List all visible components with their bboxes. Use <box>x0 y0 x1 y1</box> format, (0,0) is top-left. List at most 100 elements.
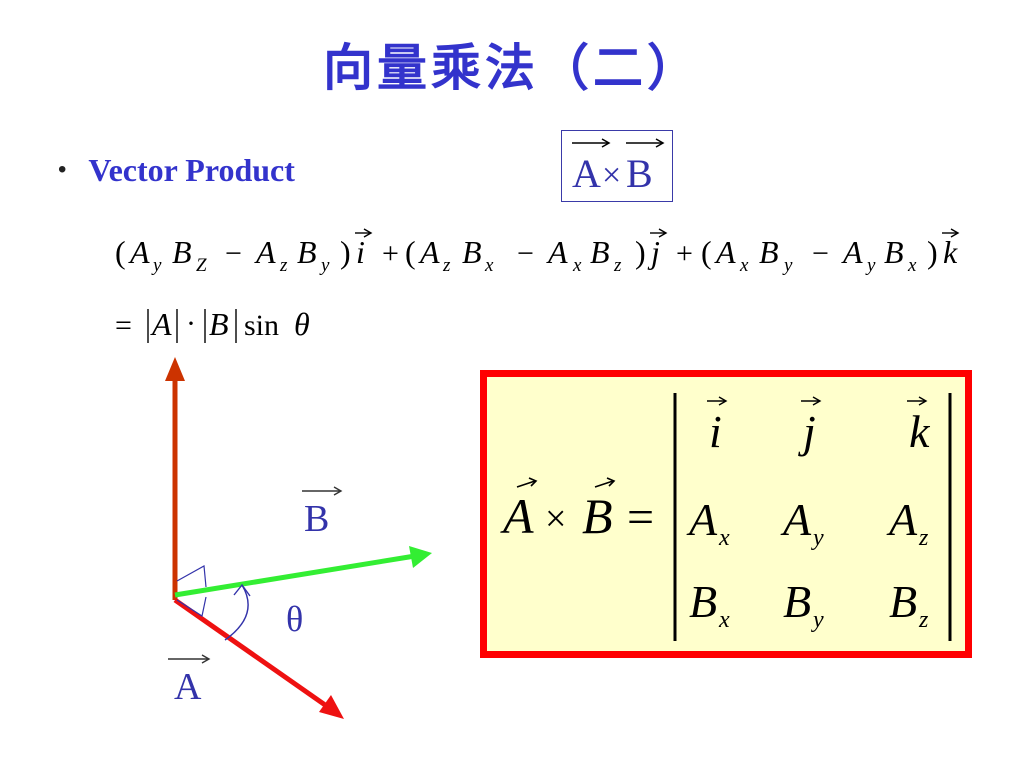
formula-subscript: x <box>484 255 494 276</box>
bullet-item: •Vector Product <box>58 152 295 189</box>
notation-times: × <box>602 157 621 194</box>
formula-variable: B <box>759 234 779 270</box>
formula-operator: − <box>225 237 242 270</box>
vector-arrow-icon <box>516 477 538 488</box>
formula2-equals: = <box>115 309 132 342</box>
vector-diagram: B θ A <box>165 357 432 719</box>
vector-arrow-icon <box>302 486 343 496</box>
vector-arrow-icon <box>626 138 665 148</box>
formula-variable: B <box>172 234 192 270</box>
vector-arrow-icon <box>801 396 822 406</box>
angle-arrow-icon <box>233 583 251 597</box>
formula-variable: A <box>841 234 863 270</box>
formula-variable: B <box>297 234 317 270</box>
det-unit-j: j <box>798 406 816 457</box>
formula-operator: + <box>676 237 693 270</box>
det-a-sub: y <box>811 525 824 551</box>
formula-subscript: y <box>319 255 330 276</box>
formula-variable: A <box>254 234 276 270</box>
vector-arrow-icon <box>594 477 616 488</box>
notation-a: A <box>572 151 601 196</box>
cross-product-notation: A × B <box>572 138 665 196</box>
det-b-sub: x <box>718 607 730 633</box>
det-lhs-eq: = <box>627 491 654 544</box>
formula-subscript: z <box>279 255 288 276</box>
formula-operator: ) <box>340 234 351 270</box>
formula-operator: ( <box>701 234 712 270</box>
right-angle-marker-icon <box>176 565 207 588</box>
formula-subscript: y <box>865 255 876 276</box>
formula2-b: B <box>209 306 229 342</box>
det-unit-k: k <box>909 406 931 457</box>
det-lhs-a: A <box>500 488 534 544</box>
formula-operator: ) <box>635 234 646 270</box>
det-row-unit-vectors: i j k <box>707 396 931 457</box>
formula-operator: ( <box>115 234 126 270</box>
vector-b-line <box>174 553 416 598</box>
right-angle-marker-icon <box>176 596 207 617</box>
vector-arrow-icon <box>907 396 928 406</box>
formula-variable: B <box>462 234 482 270</box>
formula-subscript: z <box>613 255 622 276</box>
vector-a-line <box>173 597 330 710</box>
det-b-base: B <box>783 576 811 627</box>
formula-variable: A <box>128 234 150 270</box>
formula-operator: + <box>382 237 399 270</box>
formula-operator: − <box>517 237 534 270</box>
label-a: A <box>174 666 202 708</box>
det-a-sub: x <box>718 525 730 551</box>
vector-b-arrowhead-icon <box>409 546 432 568</box>
formula2-dot: · <box>186 307 196 340</box>
det-lhs-times: × <box>545 498 566 540</box>
formula-unit-vector: i <box>356 234 365 270</box>
vector-arrow-icon <box>650 228 668 238</box>
det-b-base: B <box>689 576 717 627</box>
formula2-sin: sin <box>244 309 279 342</box>
formula-variable: B <box>590 234 610 270</box>
formula2-theta: θ <box>294 306 310 342</box>
formula-subscript: y <box>151 255 162 276</box>
det-b-base: B <box>889 576 917 627</box>
vector-arrow-icon <box>572 138 611 148</box>
formula-variable: B <box>884 234 904 270</box>
formula2-a: A <box>150 306 172 342</box>
vector-arrow-icon <box>707 396 728 406</box>
formula-operator: ( <box>405 234 416 270</box>
det-unit-i: i <box>709 406 722 457</box>
formula-unit-vector: j <box>647 234 660 270</box>
det-a-base: A <box>780 494 812 545</box>
formula-subscript: z <box>442 255 451 276</box>
formula-subscript: x <box>907 255 917 276</box>
det-a-base: A <box>686 494 718 545</box>
det-b-sub: y <box>811 607 824 633</box>
vector-arrow-icon <box>942 228 960 238</box>
bullet-text: Vector Product <box>88 152 295 188</box>
cross-product-notation-box: A × B <box>561 130 673 202</box>
vector-arrow-icon <box>355 228 373 238</box>
angle-arc <box>224 584 249 641</box>
det-b-sub: z <box>918 607 929 633</box>
vector-a-arrowhead-icon <box>319 695 344 719</box>
vector-arrow-icon <box>168 654 211 664</box>
formula-subscript: Z <box>196 255 207 276</box>
formula-subscript: x <box>739 255 749 276</box>
label-b: B <box>304 498 329 540</box>
formula-unit-vector: k <box>943 234 958 270</box>
formula-operator: ) <box>927 234 938 270</box>
cross-vector-arrowhead-icon <box>165 357 185 381</box>
formula-subscript: x <box>572 255 582 276</box>
page-title: 向量乘法（二） <box>323 38 701 97</box>
formula-subscript: y <box>782 255 793 276</box>
det-a-sub: z <box>918 525 929 551</box>
label-theta: θ <box>286 599 303 639</box>
formula-variable: A <box>714 234 736 270</box>
det-a-base: A <box>886 494 918 545</box>
notation-b: B <box>626 151 653 196</box>
det-lhs-b: B <box>582 488 613 544</box>
